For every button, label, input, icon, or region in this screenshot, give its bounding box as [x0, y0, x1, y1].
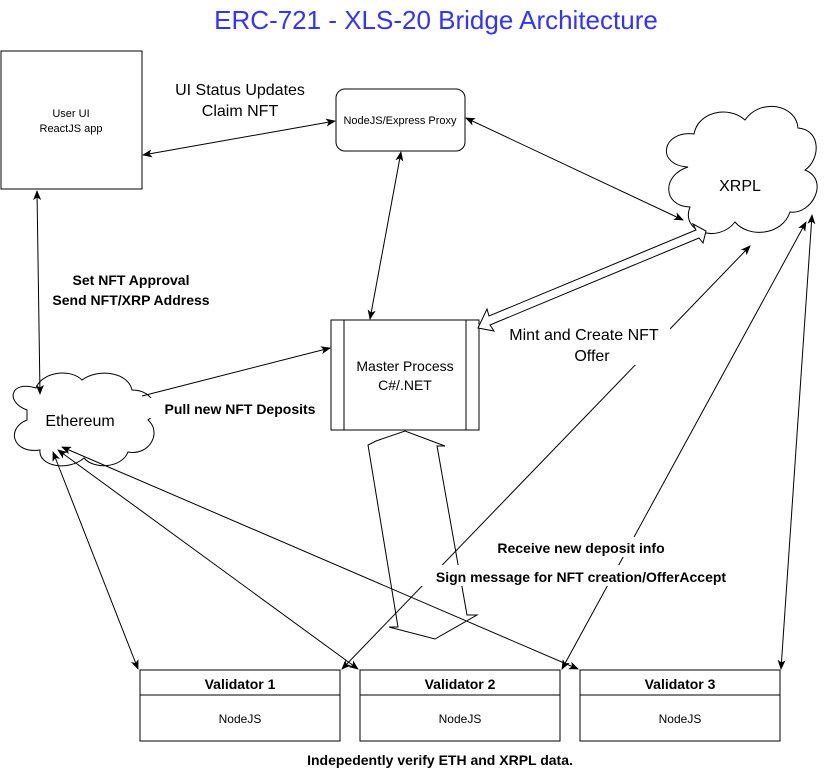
validator-2-title: Validator 2 [425, 676, 496, 692]
edge-xrpl-master-bigarrow [477, 222, 707, 332]
ethereum-node: Ethereum [12, 372, 155, 467]
edge-ethereum-validator1 [52, 451, 139, 670]
label-mint-create: Mint and Create NFT [509, 327, 659, 344]
xrpl-label: XRPL [719, 178, 761, 195]
validator-2-body: NodeJS [439, 712, 482, 726]
label-set-approval: Set NFT Approval [73, 272, 190, 288]
validator-1-title: Validator 1 [205, 676, 276, 692]
master-process-node: Master Process C#/.NET [330, 319, 480, 431]
validator-3-node: Validator 3 NodeJS [579, 669, 781, 742]
edge-ui-proxy [142, 118, 336, 158]
proxy-node: NodeJS/Express Proxy [335, 88, 466, 152]
validator-1-body: NodeJS [219, 712, 262, 726]
xrpl-node: XRPL [665, 105, 818, 234]
user-ui-label-line1: User UI [52, 108, 89, 120]
edge-proxy-master [367, 151, 404, 320]
master-label-line1: Master Process [356, 358, 453, 374]
label-ui-status: UI Status Updates [175, 82, 305, 99]
edge-master-validators-bigarrow [367, 430, 479, 640]
ethereum-label: Ethereum [45, 413, 114, 430]
label-pull-deposits: Pull new NFT Deposits [165, 401, 316, 417]
footer-note: Indepedently verify ETH and XRPL data. [307, 752, 573, 768]
validator-2-node: Validator 2 NodeJS [359, 669, 561, 742]
edge-xrpl-validator3 [777, 214, 816, 670]
user-ui-node: User UI ReactJS app [0, 50, 143, 190]
edge-ethereum-validator2 [57, 449, 359, 670]
label-claim-nft: Claim NFT [202, 103, 279, 120]
diagram-title: ERC-721 - XLS-20 Bridge Architecture [214, 5, 658, 35]
edge-proxy-xrpl [465, 117, 684, 221]
validator-3-body: NodeJS [659, 712, 702, 726]
master-label-line2: C#/.NET [378, 377, 432, 393]
label-sign-message: Sign message for NFT creation/OfferAccep… [436, 569, 727, 585]
edge-ui-ethereum [33, 190, 44, 395]
user-ui-label-line2: ReactJS app [40, 123, 103, 135]
label-offer: Offer [574, 348, 610, 365]
validator-3-title: Validator 3 [645, 676, 716, 692]
edge-xrpl-validator2 [561, 221, 807, 670]
label-receive-deposit: Receive new deposit info [497, 540, 664, 556]
edge-ethereum-validator3 [61, 446, 579, 670]
validator-1-node: Validator 1 NodeJS [139, 669, 341, 742]
label-send-address: Send NFT/XRP Address [52, 292, 209, 308]
edge-ethereum-master [141, 346, 331, 397]
proxy-label: NodeJS/Express Proxy [343, 115, 457, 127]
